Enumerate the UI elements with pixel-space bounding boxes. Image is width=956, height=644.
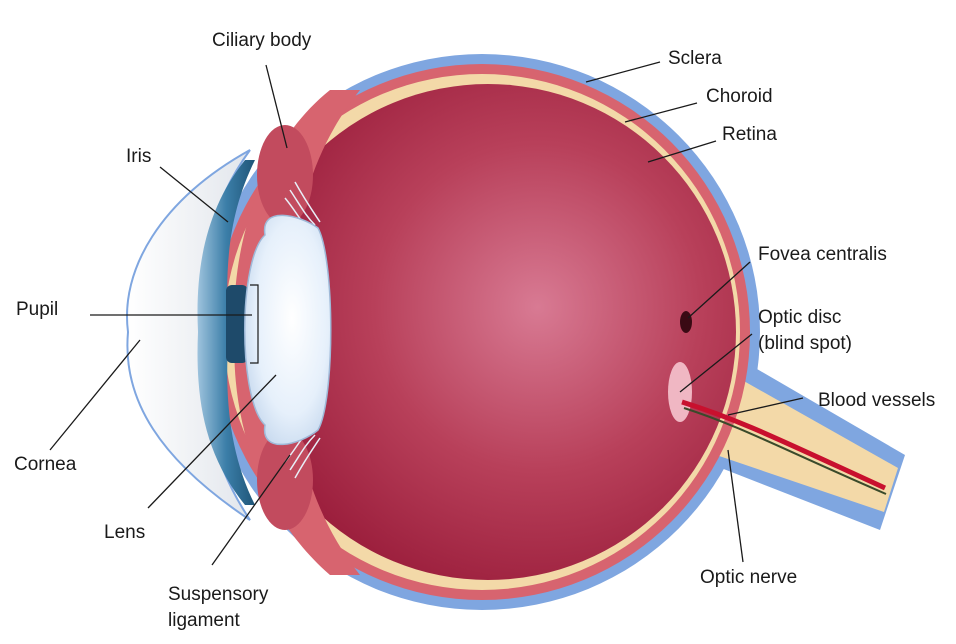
blood-vessel-red: [681, 399, 887, 491]
fovea-centralis: [680, 311, 692, 333]
label-retina: Retina: [722, 124, 777, 145]
ciliary-body-upper: [257, 125, 313, 225]
ciliary-body-lower: [257, 430, 313, 530]
label-fovea-centralis: Fovea centralis: [758, 244, 887, 265]
label-optic-disc: Optic disc (blind spot): [758, 307, 852, 354]
label-blood-vessels: Blood vessels: [818, 390, 936, 411]
vitreous-body: [240, 84, 736, 580]
label-lens: Lens: [104, 522, 146, 543]
label-ciliary-body: Ciliary body: [212, 30, 312, 51]
label-iris: Iris: [126, 146, 152, 167]
suspensory-ligament-fibers: [284, 181, 321, 479]
label-suspensory-ligament: Suspensory ligament: [168, 584, 269, 631]
pupil: [226, 285, 248, 363]
label-choroid: Choroid: [706, 86, 773, 107]
label-cornea: Cornea: [14, 454, 77, 475]
label-pupil: Pupil: [16, 299, 59, 320]
blood-vessel-green: [683, 407, 887, 495]
pupil-bracket: [250, 284, 259, 364]
label-sclera: Sclera: [668, 48, 722, 69]
label-optic-nerve: Optic nerve: [700, 567, 798, 588]
lens: [244, 214, 332, 446]
leader-lines: [49, 61, 804, 566]
